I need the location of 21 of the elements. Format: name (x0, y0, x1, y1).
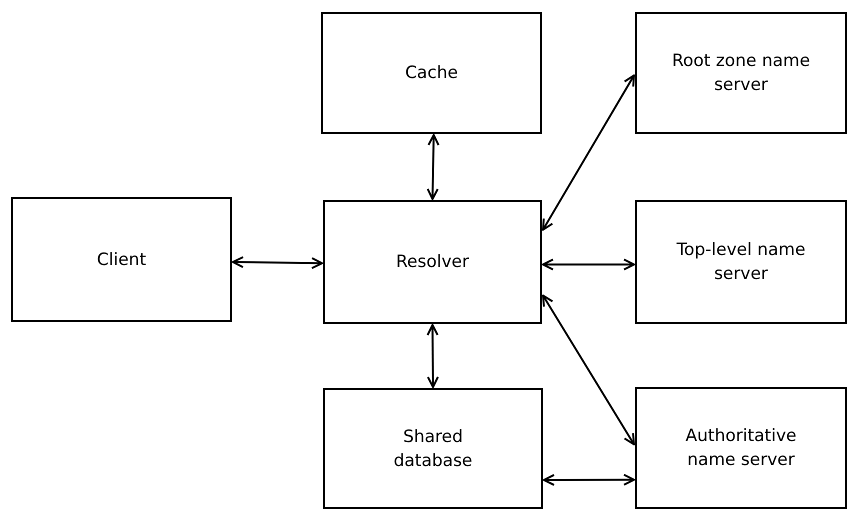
double-arrow (426, 324, 439, 388)
double-arrow (426, 134, 440, 200)
double-arrow (543, 474, 635, 486)
process-box (323, 388, 543, 509)
process-box (323, 200, 542, 324)
box-label: Cache (405, 62, 458, 85)
box-label: Authoritative name server (684, 425, 798, 472)
box-label: Client (96, 248, 146, 272)
double-arrow (542, 294, 635, 446)
box-label: Top-level name server (676, 239, 806, 286)
process-box (635, 200, 847, 324)
process-box (11, 197, 232, 322)
process-box (635, 12, 847, 134)
box-label: Resolver (396, 251, 469, 274)
double-arrow (542, 74, 635, 231)
box-label: Shared database (392, 426, 474, 472)
process-box (321, 12, 542, 134)
box-label: Root zone name server (671, 50, 811, 97)
double-arrow (232, 256, 323, 270)
double-arrow (542, 258, 635, 270)
process-box (635, 387, 847, 509)
